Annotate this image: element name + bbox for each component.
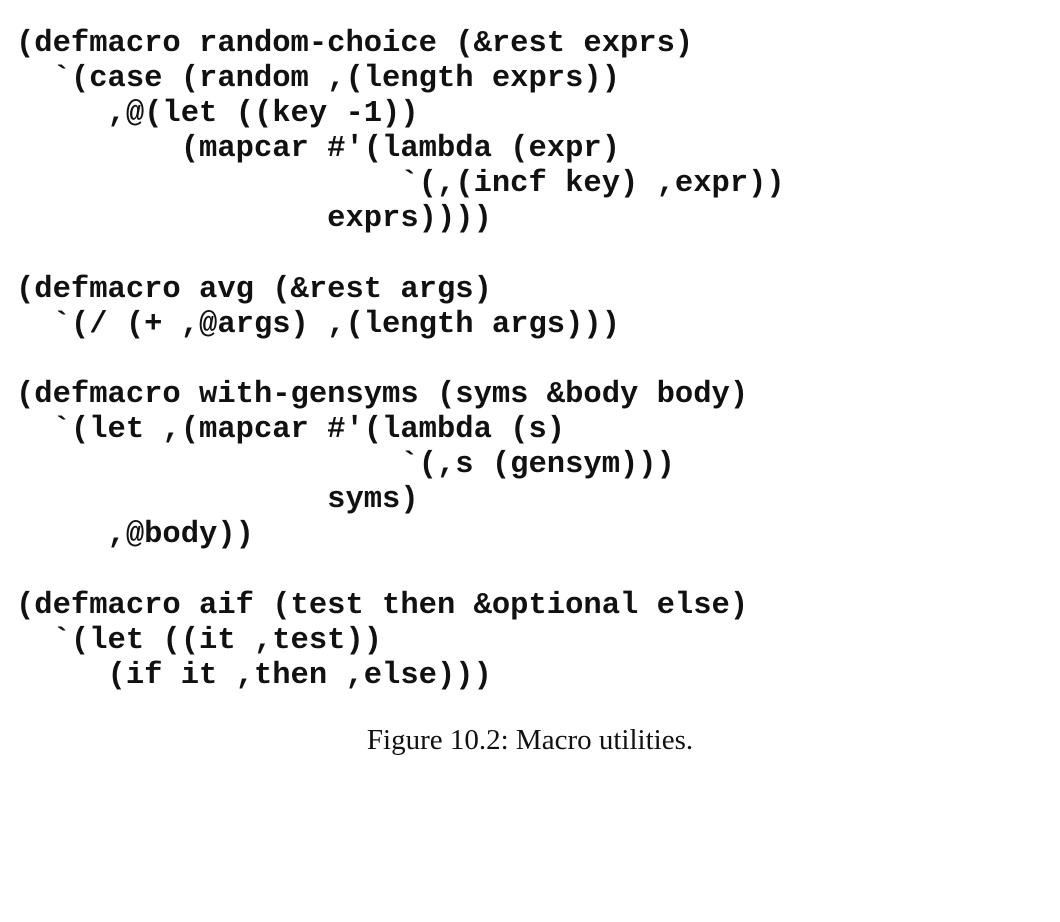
blank-line (16, 553, 785, 588)
code-line: `(,s (gensym))) (16, 448, 675, 483)
code-line: `(case (random ,(length exprs)) (16, 62, 620, 97)
code-line: (defmacro with-gensyms (syms &body body) (16, 377, 749, 412)
code-line: (defmacro avg (&rest args) (16, 272, 492, 307)
code-line: `(,(incf key) ,expr)) (16, 167, 785, 202)
code-line: (if it ,then ,else))) (16, 658, 492, 693)
code-line: `(let ,(mapcar #'(lambda (s) (16, 413, 566, 448)
code-line: `(let ((it ,test)) (16, 623, 383, 658)
code-listing: (defmacro random-choice (&rest exprs) `(… (16, 27, 785, 694)
figure-caption: Figure 10.2: Macro utilities. (366, 724, 694, 756)
code-line: (mapcar #'(lambda (expr) (16, 132, 620, 167)
code-line: ,@body)) (16, 518, 254, 553)
code-line: ,@(let ((key -1)) (16, 97, 419, 132)
blank-line (16, 238, 785, 273)
code-line: (defmacro aif (test then &optional else) (16, 588, 749, 623)
blank-line (16, 343, 785, 378)
code-line: exprs)))) (16, 202, 492, 237)
code-line: syms) (16, 483, 419, 518)
code-line: `(/ (+ ,@args) ,(length args))) (16, 307, 620, 342)
code-line: (defmacro random-choice (&rest exprs) (16, 27, 694, 61)
